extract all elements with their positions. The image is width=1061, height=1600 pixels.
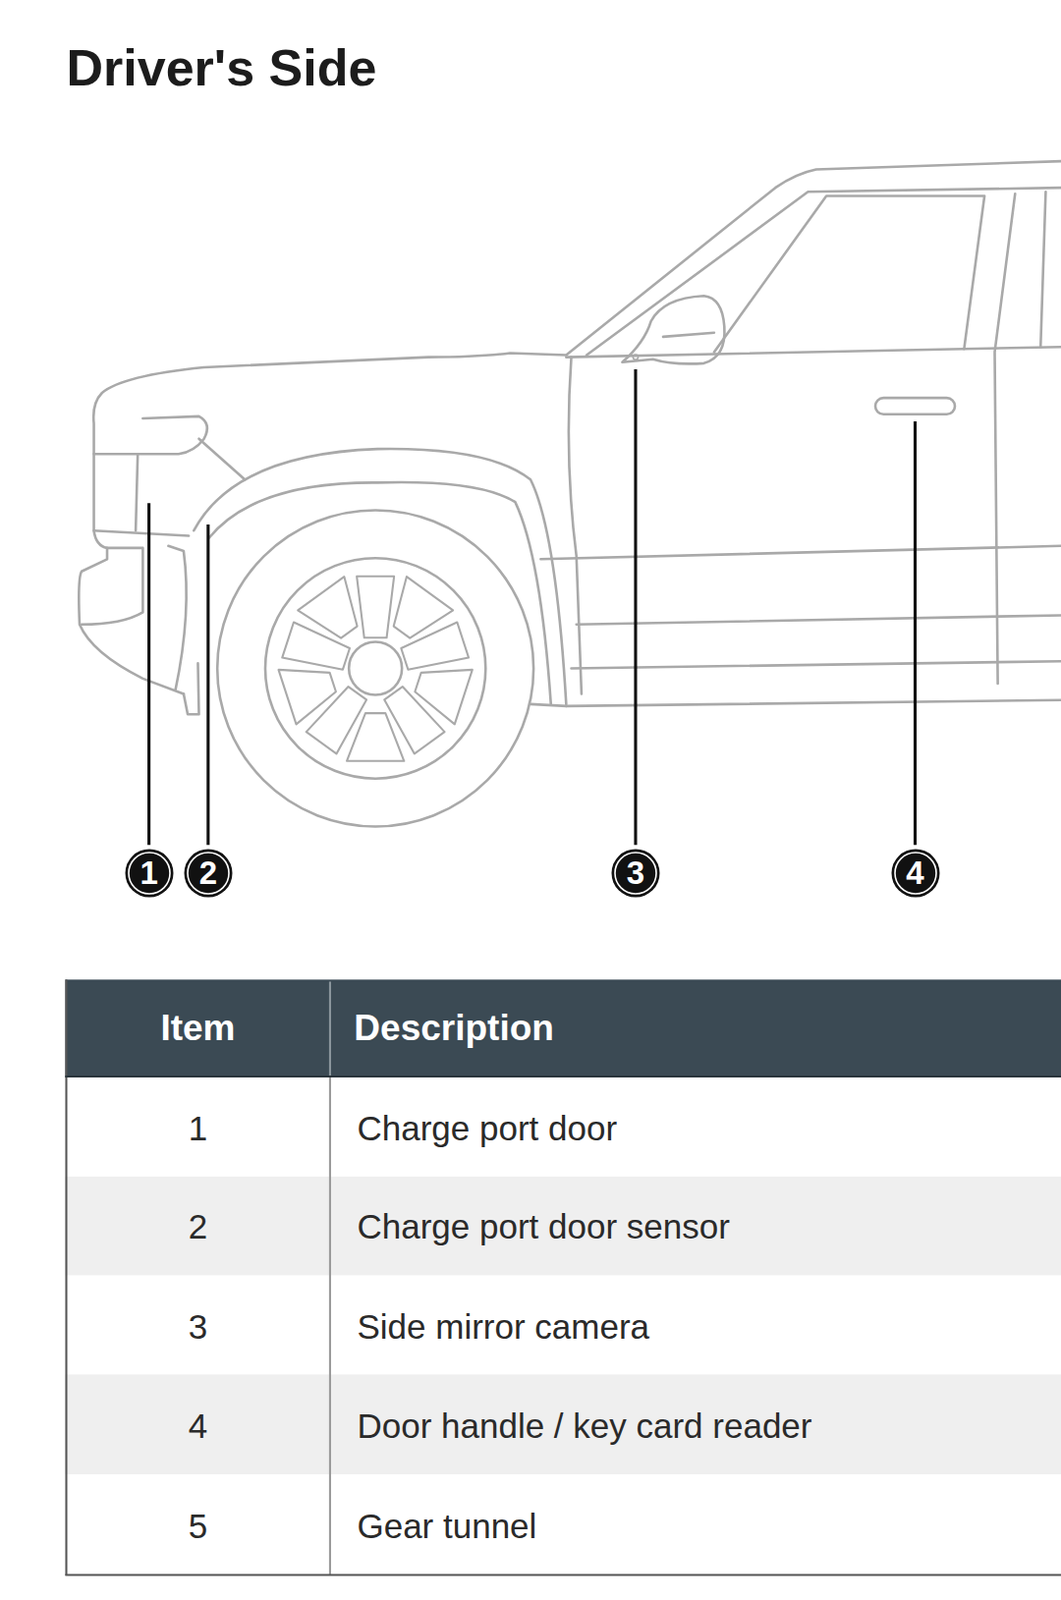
callout-circle: 3 (611, 848, 661, 898)
callout-number: 4 (891, 848, 941, 898)
table-cell: Charge port door sensor (356, 1207, 729, 1247)
table-header: Item (160, 1006, 235, 1050)
table-cell: 5 (188, 1506, 208, 1546)
table-cell: 1 (188, 1108, 208, 1148)
table-cell: Side mirror camera (356, 1307, 650, 1347)
table-header: Description (353, 1006, 555, 1050)
table-cell: 3 (188, 1307, 208, 1347)
page-title: Driver's Side (66, 39, 378, 99)
callout-circle: 2 (183, 848, 233, 898)
callout-circle: 4 (891, 848, 941, 898)
table-cell: 2 (188, 1207, 208, 1247)
callout-number: 1 (124, 848, 174, 898)
table-cell: Gear tunnel (356, 1506, 537, 1546)
table-cell: Door handle / key card reader (356, 1406, 812, 1447)
callout-circle: 1 (124, 848, 174, 898)
table-background (64, 979, 1061, 1576)
table-cell: Charge port door (356, 1108, 617, 1148)
table-cell: 4 (188, 1406, 208, 1447)
callout-number: 2 (183, 848, 233, 898)
leader-lines (149, 369, 916, 845)
callout-number: 3 (611, 848, 661, 898)
